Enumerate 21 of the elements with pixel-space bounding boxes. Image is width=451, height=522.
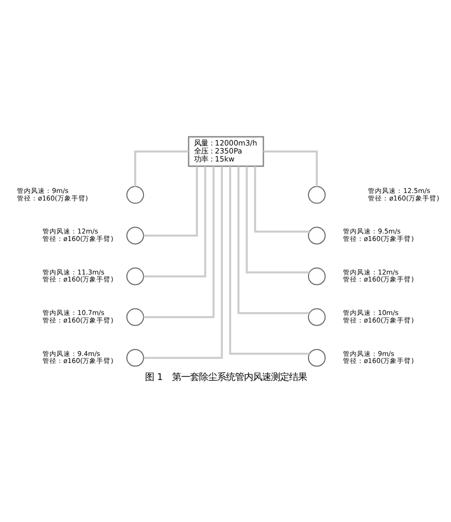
connector <box>143 166 222 359</box>
connector <box>228 166 309 355</box>
node-circle <box>307 348 326 367</box>
node-circle <box>126 308 144 326</box>
node-circle <box>307 226 326 244</box>
connector <box>262 150 318 187</box>
connector <box>143 166 214 318</box>
node-circle <box>307 268 326 286</box>
node-circle <box>126 348 144 367</box>
node-circle <box>126 186 144 204</box>
node-circle <box>126 226 144 244</box>
node-circle <box>126 268 144 286</box>
connector <box>236 166 309 314</box>
connector <box>143 166 198 237</box>
connector <box>254 166 309 233</box>
connector <box>245 166 309 274</box>
caption: 图 1 第一套除尘系统管内风速测定结果 <box>144 372 306 383</box>
connector <box>134 150 188 187</box>
node-circle <box>307 308 326 326</box>
node-circle <box>307 186 326 204</box>
connector <box>143 166 206 278</box>
